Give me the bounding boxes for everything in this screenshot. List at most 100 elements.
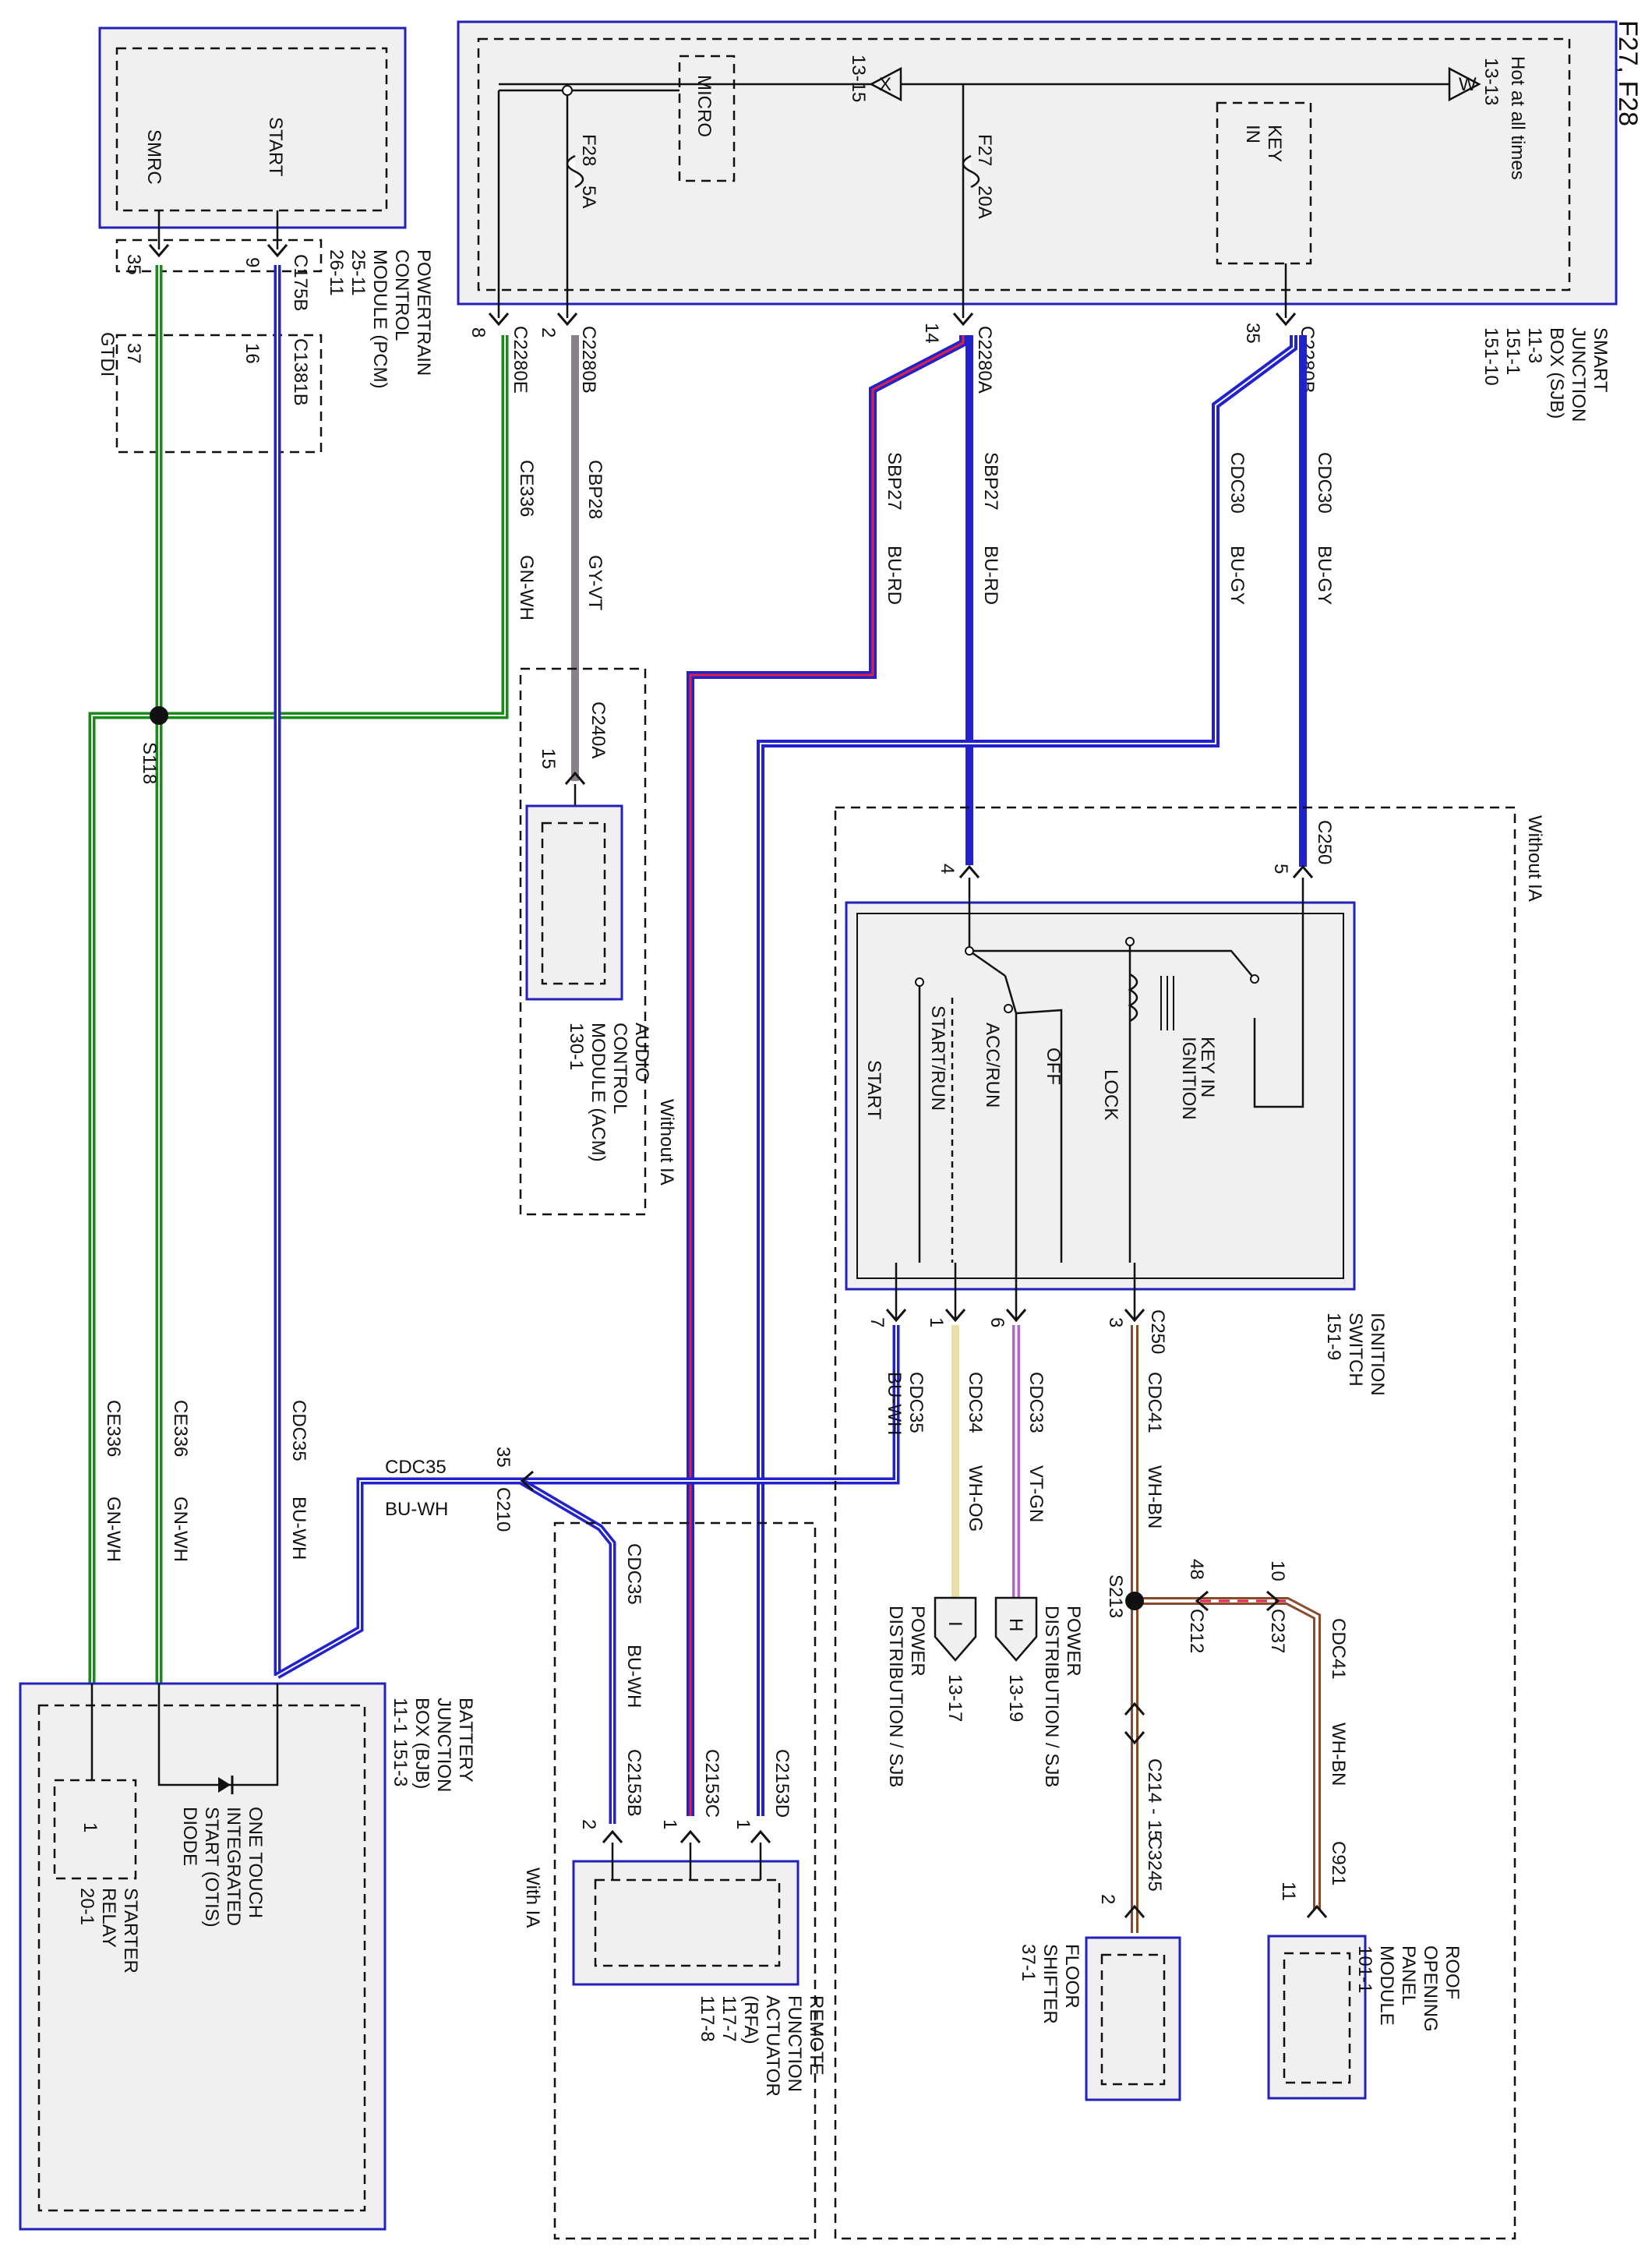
wire-harness: S118	[88, 265, 1321, 1933]
starter-relay-pin: 1	[79, 1822, 101, 1832]
cdc30a-circuit: CDC30	[1314, 452, 1335, 514]
pcm-frame	[98, 27, 407, 229]
svg-text:INTEGRATED: INTEGRATED	[223, 1807, 244, 1926]
s118-label: S118	[139, 742, 160, 784]
floor-shifter-frame	[1085, 1936, 1181, 2101]
f28-amp: 5A	[578, 186, 599, 208]
sbp27a-color: BU-RD	[980, 546, 1001, 605]
sjb-inner-boundary	[477, 37, 1571, 292]
c237-chevron-icon	[1266, 1590, 1280, 1612]
pos-lock: LOCK	[1100, 1069, 1121, 1120]
acm-label: AUDIO CONTROL MODULE (ACM) 130-1	[566, 1023, 652, 1162]
pd-h-letter: H	[1005, 1618, 1026, 1631]
c240a-label: C240A	[588, 701, 609, 758]
c2280b-chevron-icon	[556, 313, 578, 327]
svg-text:DISTRIBUTION / SJB: DISTRIBUTION / SJB	[885, 1606, 906, 1787]
ignition-switch: Without IA C250 4 5 IGNITION SWITCH 151-…	[834, 806, 1545, 2240]
diagram-title: F27, F28	[1613, 20, 1643, 126]
svg-text:26-11: 26-11	[326, 249, 347, 296]
pos-ignition: IGNITION	[1178, 1037, 1199, 1120]
battery-junction-box: BATTERY JUNCTION BOX (BJB) 11-1 151-3 ON…	[19, 1682, 476, 2231]
c175b-pin35: 35	[123, 254, 144, 275]
svg-text:CONTROL: CONTROL	[609, 1023, 630, 1114]
f27-amp: 20A	[974, 186, 995, 219]
c175b-35-chevron-icon	[148, 244, 170, 258]
pd-i-flag-icon	[934, 1596, 977, 1662]
w-flag-icon	[1448, 66, 1481, 102]
s118-splice	[150, 706, 168, 725]
c921-label: C921	[1328, 1841, 1349, 1885]
svg-text:151-10: 151-10	[1481, 327, 1502, 386]
c2280a-chevron-icon	[952, 313, 974, 327]
x-flag-label: X	[879, 74, 891, 95]
c921-pin: 11	[1278, 1882, 1299, 1901]
rfa-with-ia-label: With IA	[522, 1868, 543, 1928]
cdc41-color: WH-BN	[1144, 1465, 1165, 1528]
cbp28-color: GY-VT	[584, 555, 605, 610]
c2153d-label: C2153D	[771, 1749, 792, 1818]
svg-text:ACTUATOR: ACTUATOR	[762, 1995, 783, 2097]
cdc35-c210-circuit: CDC35	[385, 1457, 447, 1478]
cdc41-circuit: CDC41	[1144, 1372, 1165, 1433]
roof-panel-inner	[1283, 1952, 1351, 2084]
acm-inner	[541, 822, 606, 985]
ce336-top-circuit: CE336	[516, 460, 537, 517]
ign-without-ia-label: Without IA	[1524, 815, 1545, 902]
svg-text:FUNCTION: FUNCTION	[784, 1995, 805, 2092]
c214-chevron-up-icon	[1124, 1702, 1145, 1716]
svg-text:BOX (SJB): BOX (SJB)	[1546, 327, 1567, 419]
c2280b-pin: 2	[538, 327, 559, 337]
sbp27a-circuit: SBP27	[980, 452, 1001, 511]
svg-text:130-1: 130-1	[566, 1023, 587, 1070]
acm-frame	[525, 804, 623, 1001]
svg-text:AUDIO: AUDIO	[631, 1023, 652, 1082]
cdc30b-circuit: CDC30	[1227, 452, 1248, 514]
otis-diode-icon	[218, 1777, 231, 1793]
key-in-label-1: KEY	[1264, 125, 1285, 162]
svg-text:151-1: 151-1	[1502, 327, 1523, 375]
c175b-label: C175B	[290, 254, 311, 311]
c210-label: C210	[492, 1487, 514, 1532]
pd-i-ref: 13-17	[944, 1674, 965, 1722]
c3245-chevron-icon	[1124, 1904, 1145, 1918]
svg-text:REMOTE: REMOTE	[806, 1995, 827, 2076]
svg-text:SWITCH: SWITCH	[1345, 1313, 1366, 1387]
c250-4-chevron-icon	[958, 864, 980, 878]
c175b-9-chevron-icon	[267, 244, 288, 258]
roof-panel-label: ROOF OPENING PANEL MODULE 101-1	[1354, 1945, 1463, 2032]
x-ref: 13-15	[848, 55, 869, 102]
c250-pin5: 5	[1270, 864, 1291, 874]
cdc34-color: WH-OG	[965, 1465, 986, 1532]
svg-text:START (OTIS): START (OTIS)	[201, 1807, 222, 1928]
pcm-start-label: START	[265, 117, 286, 177]
svg-text:RELAY: RELAY	[98, 1888, 119, 1948]
c212-label: C212	[1186, 1609, 1207, 1653]
cdc35-left-color: BU-WH	[288, 1497, 309, 1560]
s213-splice	[1125, 1592, 1144, 1610]
svg-text:117-8: 117-8	[697, 1995, 718, 2042]
starter-relay-label: STARTER RELAY 20-1	[76, 1888, 141, 1974]
svg-text:BOX (BJB): BOX (BJB)	[411, 1698, 432, 1789]
ce336-l1-circuit: CE336	[103, 1400, 124, 1457]
svg-text:STARTER: STARTER	[120, 1888, 141, 1974]
powertrain-control-module: SMRC START POWERTRAIN CONTROL MODULE (PC…	[97, 27, 434, 454]
cdc33-color: VT-GN	[1025, 1465, 1047, 1522]
c2280e-pin: 8	[468, 327, 489, 337]
c240a-chevron-icon	[564, 771, 586, 785]
c250-pin1: 1	[926, 1317, 947, 1327]
c240a-pin: 15	[538, 748, 559, 769]
c250-pin7: 7	[867, 1317, 888, 1327]
cdc35-rfa-circuit: CDC35	[623, 1543, 644, 1605]
pos-start: START	[863, 1060, 884, 1120]
wire-labels-top: CE336 GN-WH CBP28 GY-VT SBP27 BU-RD SBP2…	[516, 452, 1335, 620]
svg-text:MODULE (ACM): MODULE (ACM)	[588, 1023, 609, 1162]
c2153d-chevron-icon	[750, 1829, 771, 1843]
c2280a-pin: 14	[921, 323, 942, 344]
f28-fuse-icon	[566, 154, 584, 189]
c250-5-chevron-icon	[1292, 864, 1314, 878]
svg-text:IGNITION: IGNITION	[1367, 1313, 1388, 1396]
svg-text:BATTERY: BATTERY	[455, 1698, 476, 1782]
c2280b2-chevron-icon	[1275, 313, 1297, 327]
cdc34-circuit: CDC34	[965, 1372, 986, 1433]
key-in-box	[1216, 101, 1312, 265]
